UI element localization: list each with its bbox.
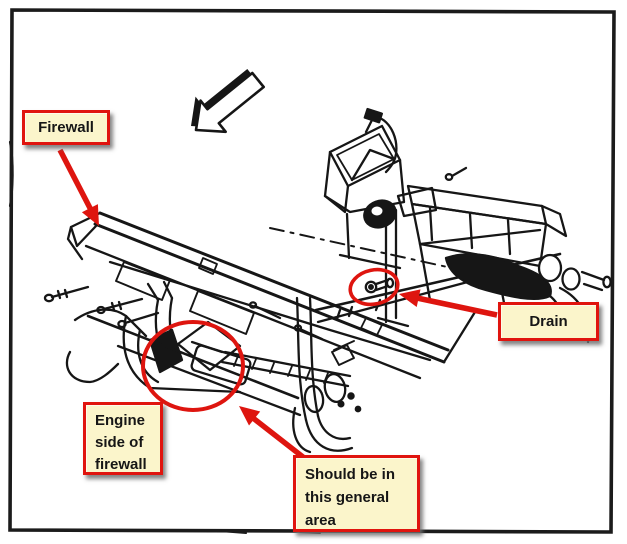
highlight-circle-engine-area xyxy=(141,320,245,412)
callout-general-area: Should be in this general area xyxy=(293,455,420,532)
annotation-layer xyxy=(57,148,498,460)
highlight-circle-drain xyxy=(348,267,400,307)
direction-arrow-icon xyxy=(191,69,266,134)
callout-firewall-label: Firewall xyxy=(38,119,94,136)
arrow-firewall-pointer xyxy=(57,148,99,226)
callout-engine-side: Engine side of firewall xyxy=(83,402,163,475)
frame-border xyxy=(8,8,616,534)
callout-firewall: Firewall xyxy=(22,110,110,145)
callout-drain-label: Drain xyxy=(529,313,568,330)
callout-drain: Drain xyxy=(498,302,599,341)
callout-engine-side-label: Engine side of firewall xyxy=(95,412,147,473)
arrow-drain-pointer xyxy=(399,289,498,318)
callout-general-area-label: Should be in this general area xyxy=(305,466,395,529)
vehicle-line-art xyxy=(43,107,612,454)
arrow-general-area-pointer xyxy=(239,406,305,460)
